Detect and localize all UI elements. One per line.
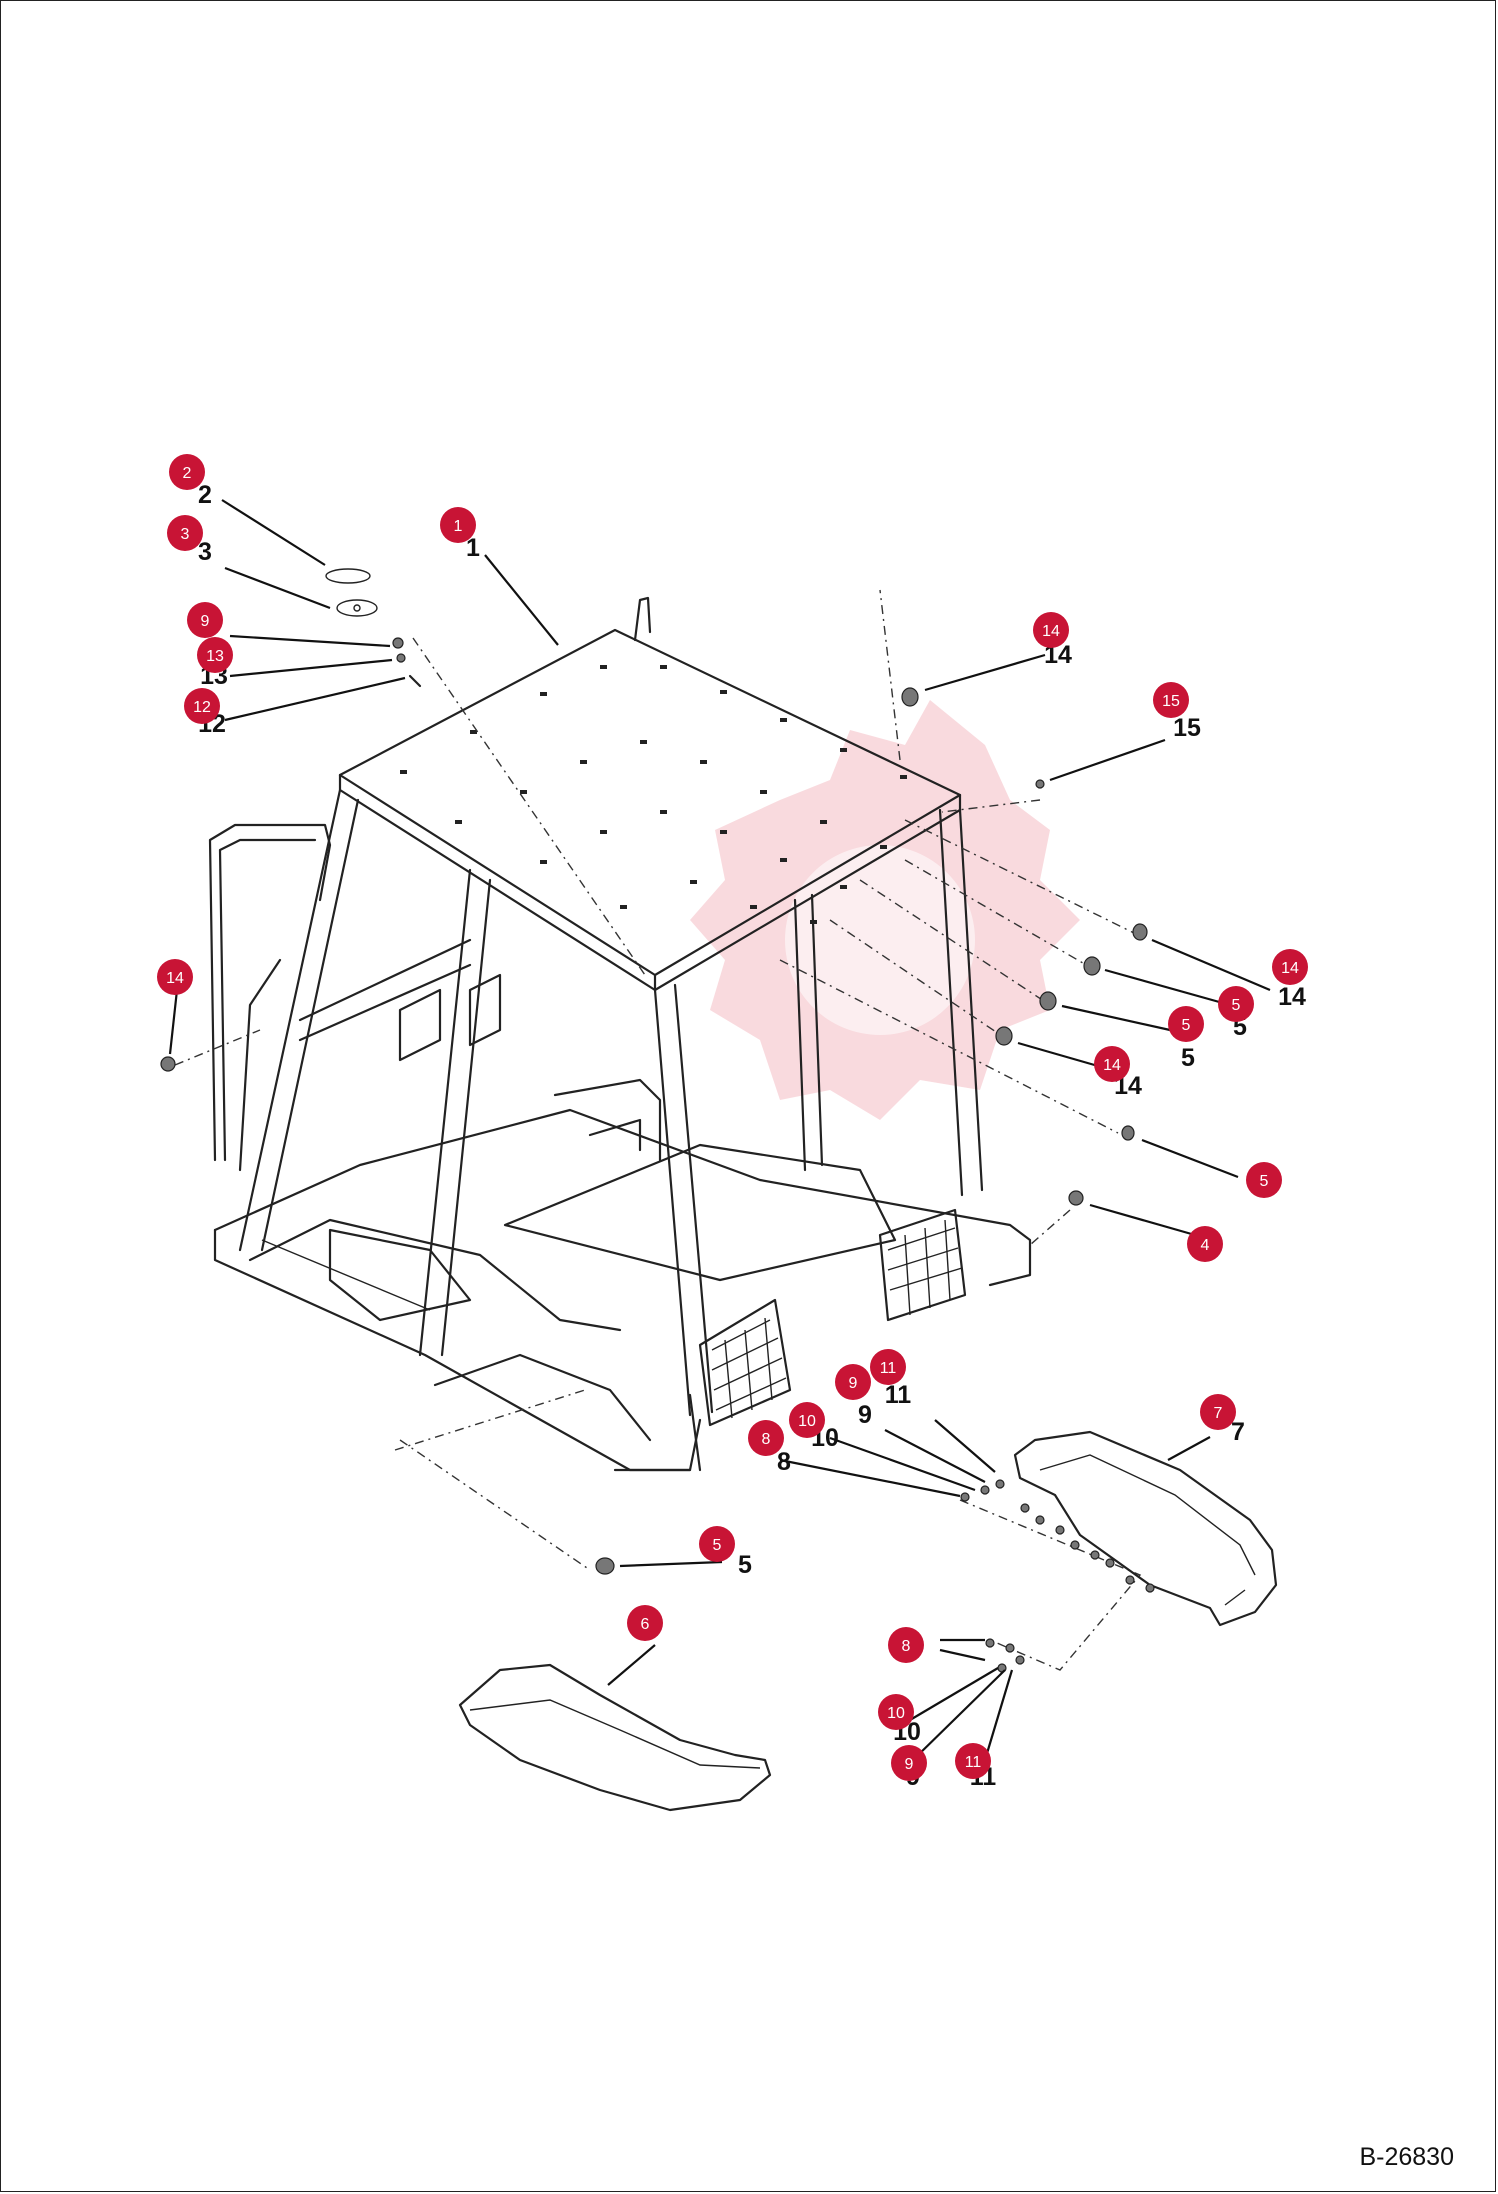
callout-badge-11[interactable] [955, 1743, 991, 1779]
callout-badge-label-9: 9 [849, 1375, 858, 1392]
callout-badge-14[interactable] [1094, 1046, 1130, 1082]
callout-badge-9[interactable] [891, 1745, 927, 1781]
callout-badge-label-2: 2 [183, 465, 192, 482]
part-number-7: 7 [1231, 1418, 1245, 1446]
callout-badge-label-14: 14 [1103, 1057, 1121, 1074]
callout-badge-label-5: 5 [713, 1537, 722, 1554]
callout-badge-label-8: 8 [762, 1431, 771, 1448]
callout-badge-5[interactable] [1168, 1006, 1204, 1042]
callout-badge-15[interactable] [1153, 682, 1189, 718]
part-number-8: 8 [777, 1448, 791, 1476]
callout-badge-label-9: 9 [201, 613, 210, 630]
callout-badge-6[interactable] [627, 1605, 663, 1641]
callout-badge-label-14: 14 [166, 970, 184, 987]
assembly-centerlines [174, 589, 1142, 1671]
callout-badge-label-11: 11 [880, 1360, 897, 1377]
part-number-2: 2 [198, 481, 212, 509]
callout-badge-9[interactable] [187, 602, 223, 638]
callout-badge-9[interactable] [835, 1364, 871, 1400]
roof-bolt-holes [400, 665, 907, 924]
callout-badge-label-6: 6 [641, 1616, 650, 1633]
part-number-11: 11 [885, 1381, 912, 1409]
callout-badge-label-12: 12 [193, 699, 211, 716]
part-number-9: 9 [858, 1401, 872, 1429]
part-number-15: 15 [1173, 714, 1201, 742]
part-number-1: 1 [466, 534, 480, 562]
callout-badge-10[interactable] [878, 1694, 914, 1730]
callout-badge-14[interactable] [157, 959, 193, 995]
callout-badge-10[interactable] [789, 1402, 825, 1438]
hardware [160, 568, 1155, 1673]
callout-badge-label-1: 1 [454, 518, 463, 535]
cab-frame [208, 596, 1032, 1472]
callout-badge-5[interactable] [699, 1526, 735, 1562]
callout-badge-5[interactable] [1246, 1162, 1282, 1198]
part-number-14: 14 [1278, 983, 1306, 1011]
callout-badge-5[interactable] [1218, 986, 1254, 1022]
callout-badge-label-8: 8 [902, 1638, 911, 1655]
callout-badge-label-14: 14 [1042, 623, 1060, 640]
grille-right [878, 1208, 967, 1322]
callout-badge-7[interactable] [1200, 1394, 1236, 1430]
leader-lines [168, 499, 1271, 1761]
callout-badge-label-10: 10 [798, 1413, 816, 1430]
callout-badge-label-3: 3 [181, 526, 190, 543]
part-number-3: 3 [198, 538, 212, 566]
fender-left [458, 1663, 772, 1812]
callout-badge-14[interactable] [1272, 949, 1308, 985]
callout-badge-label-9: 9 [905, 1756, 914, 1773]
watermark-logo [690, 700, 1080, 1120]
callout-badge-label-10: 10 [887, 1705, 905, 1722]
fender-right [1013, 1430, 1278, 1627]
callout-badge-4[interactable] [1187, 1226, 1223, 1262]
callout-badge-label-13: 13 [206, 648, 224, 665]
callout-badge-label-15: 15 [1162, 693, 1180, 710]
callout-badge-12[interactable] [184, 688, 220, 724]
part-number-5: 5 [738, 1551, 752, 1579]
callout-badge-8[interactable] [888, 1627, 924, 1663]
callout-badge-label-5: 5 [1182, 1017, 1191, 1034]
callout-badge-13[interactable] [197, 637, 233, 673]
callout-badge-label-5: 5 [1260, 1173, 1269, 1190]
document-id: B-26830 [1359, 2143, 1454, 2171]
callout-badge-8[interactable] [748, 1420, 784, 1456]
callout-badge-11[interactable] [870, 1349, 906, 1385]
callout-badge-1[interactable] [440, 507, 476, 543]
callouts: 2233913131212111414151514145555141454141… [157, 454, 1308, 1791]
callout-badge-label-4: 4 [1201, 1237, 1210, 1254]
callout-badge-label-5: 5 [1232, 997, 1241, 1014]
callout-badge-label-11: 11 [965, 1754, 982, 1771]
callout-badge-label-7: 7 [1214, 1405, 1223, 1422]
callout-badge-3[interactable] [167, 515, 203, 551]
callout-badge-label-14: 14 [1281, 960, 1299, 977]
grille-left [698, 1298, 792, 1427]
callout-badge-14[interactable] [1033, 612, 1069, 648]
callout-badge-2[interactable] [169, 454, 205, 490]
part-number-5: 5 [1181, 1044, 1195, 1072]
